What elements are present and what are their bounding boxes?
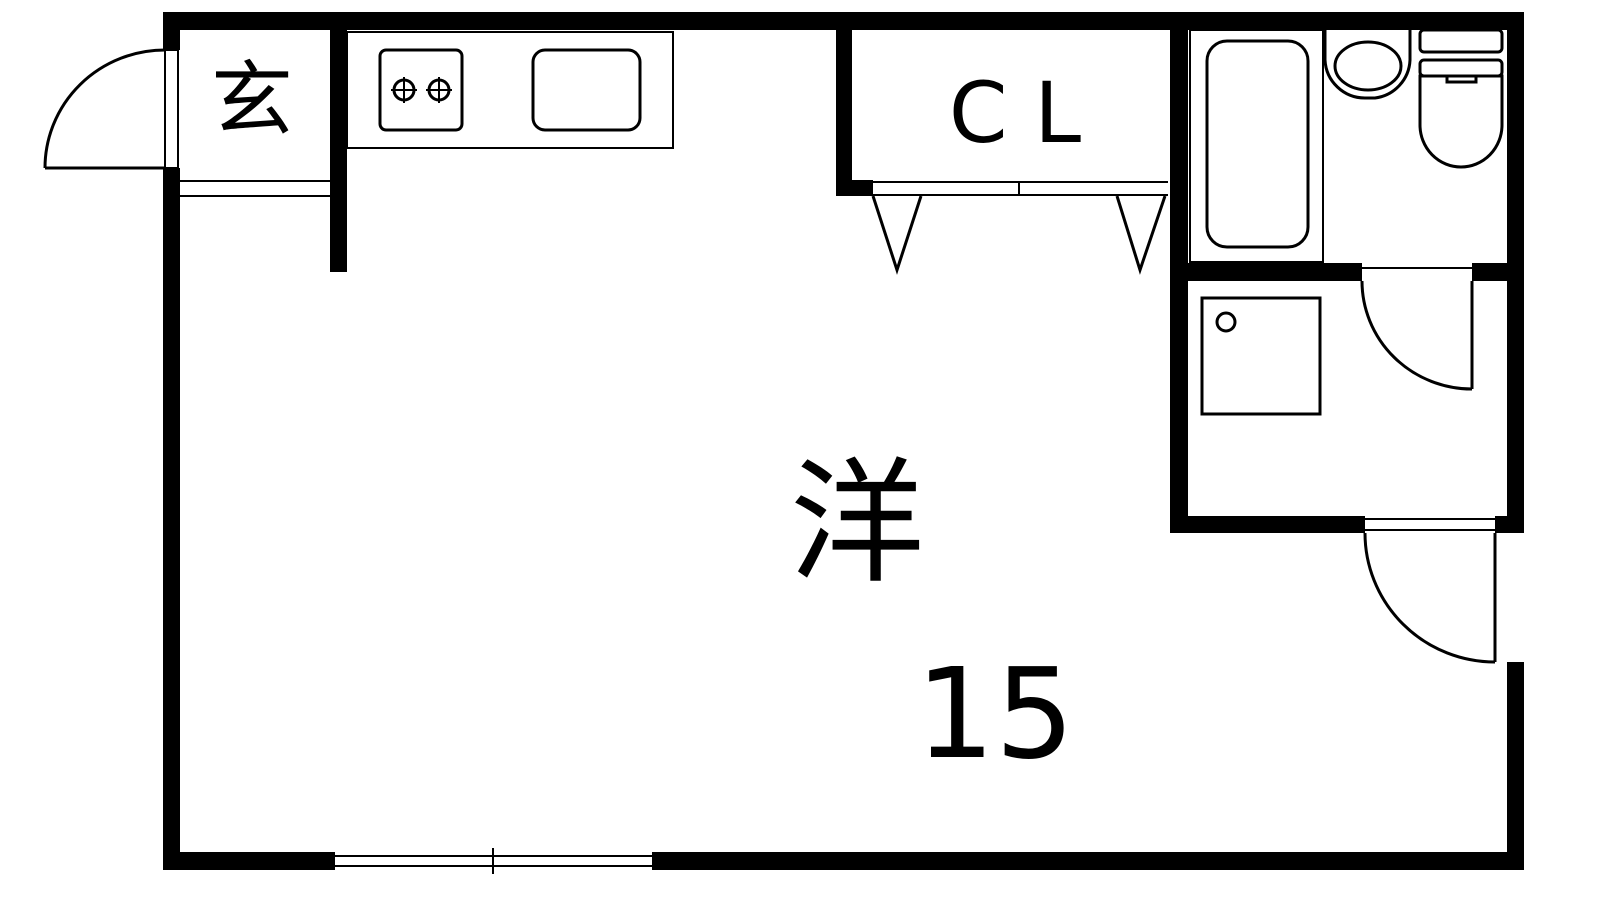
outer-walls: [163, 12, 1524, 870]
closet-label: C L: [949, 64, 1081, 162]
room-size: 15: [915, 642, 1074, 787]
closet: [836, 30, 1168, 275]
toilet-icon: [1418, 28, 1504, 169]
stove-icon: [378, 48, 464, 132]
sliding-window: [335, 848, 652, 874]
entrance-door[interactable]: [43, 48, 179, 170]
washbasin-icon: [1323, 30, 1412, 100]
room-label: 洋: [790, 445, 925, 602]
folding-door[interactable]: [871, 195, 923, 275]
entrance-wall: [180, 30, 347, 272]
entrance-label: 玄: [211, 53, 293, 148]
bath-walls: [1170, 30, 1507, 533]
kitchen-counter: [346, 31, 674, 149]
washing-machine-icon: [1200, 296, 1322, 416]
sink-icon: [531, 48, 642, 132]
bathroom-door[interactable]: [1360, 267, 1474, 391]
folding-door[interactable]: [1115, 195, 1167, 275]
room-door[interactable]: [1363, 518, 1497, 664]
bathtub-icon: [1189, 29, 1324, 263]
